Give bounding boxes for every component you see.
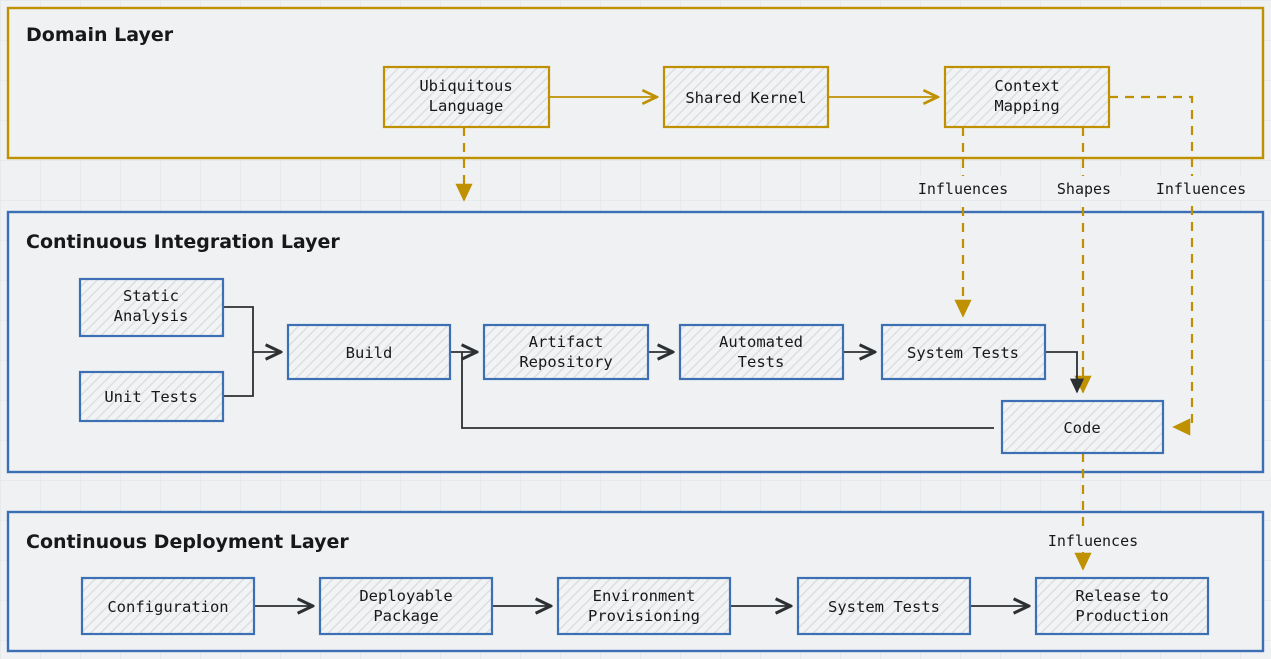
node-label-line2: Language bbox=[429, 97, 504, 115]
domain-layer-title: Domain Layer bbox=[26, 24, 174, 46]
edge-unit-tests-to-build bbox=[223, 352, 254, 397]
edge-context-mapping-to-code-influences bbox=[1109, 95, 1194, 436]
node-artifact-repository[interactable]: Artifact Repository bbox=[482, 323, 650, 381]
node-automated-tests[interactable]: Automated Tests bbox=[678, 323, 845, 381]
node-label-line1: System Tests bbox=[828, 598, 940, 616]
node-label-line2: Repository bbox=[519, 353, 612, 371]
node-deployable-package[interactable]: Deployable Package bbox=[318, 576, 494, 636]
node-label-line1: Ubiquitous bbox=[419, 77, 512, 95]
label-backdrop-4 bbox=[1029, 528, 1158, 552]
edge-label-influences-release: Influences bbox=[1048, 532, 1138, 550]
node-label-line2: Mapping bbox=[994, 97, 1059, 115]
node-static-analysis[interactable]: Static Analysis bbox=[78, 277, 225, 338]
node-ubiquitous-language[interactable]: Ubiquitous Language bbox=[382, 65, 551, 129]
node-shared-kernel[interactable]: Shared Kernel bbox=[662, 65, 830, 129]
edge-label-shapes-code: Shapes bbox=[1057, 180, 1111, 198]
node-build[interactable]: Build bbox=[286, 323, 452, 381]
node-label-line1: Build bbox=[346, 344, 393, 362]
node-label-line1: Static bbox=[123, 287, 179, 305]
node-label-line2: Production bbox=[1075, 607, 1168, 625]
node-label-line2: Package bbox=[373, 607, 438, 625]
edge-label-influences-system-tests: Influences bbox=[918, 180, 1008, 198]
node-label-line1: Context bbox=[994, 77, 1059, 95]
node-label-line2: Provisioning bbox=[588, 607, 700, 625]
node-label-line1: Shared Kernel bbox=[685, 89, 806, 107]
node-label-line2: Analysis bbox=[114, 307, 189, 325]
node-label-line1: Release to bbox=[1075, 587, 1168, 605]
node-context-mapping[interactable]: Context Mapping bbox=[943, 65, 1111, 129]
node-label-line1: System Tests bbox=[907, 344, 1019, 362]
label-backdrop-3 bbox=[1137, 176, 1266, 200]
cd-layer-title: Continuous Deployment Layer bbox=[26, 531, 349, 553]
node-system-tests-cd[interactable]: System Tests bbox=[796, 576, 972, 636]
node-label-line1: Artifact bbox=[529, 333, 604, 351]
node-label-line1: Deployable bbox=[359, 587, 452, 605]
edge-label-influences-code: Influences bbox=[1156, 180, 1246, 198]
node-configuration[interactable]: Configuration bbox=[80, 576, 256, 636]
node-label-line1: Unit Tests bbox=[104, 388, 197, 406]
node-label-line2: Tests bbox=[738, 353, 785, 371]
edge-static-analysis-to-build bbox=[223, 306, 280, 352]
node-unit-tests[interactable]: Unit Tests bbox=[78, 370, 225, 423]
edge-build-to-code bbox=[461, 352, 994, 429]
node-code[interactable]: Code bbox=[1000, 399, 1165, 455]
ci-layer-title: Continuous Integration Layer bbox=[26, 231, 340, 253]
label-backdrop-1 bbox=[899, 176, 1028, 200]
node-label-line1: Environment bbox=[593, 587, 696, 605]
label-backdrop-2 bbox=[1042, 176, 1126, 200]
node-label-line1: Automated bbox=[719, 333, 803, 351]
node-system-tests-ci[interactable]: System Tests bbox=[880, 323, 1047, 381]
node-release-to-production[interactable]: Release to Production bbox=[1034, 576, 1210, 636]
node-environment-provisioning[interactable]: Environment Provisioning bbox=[556, 576, 732, 636]
edge-label-group: Influences Shapes Influences Influences bbox=[899, 176, 1266, 552]
edge-system-tests-to-code bbox=[1045, 351, 1085, 394]
node-label-line1: Code bbox=[1063, 419, 1100, 437]
node-label-line1: Configuration bbox=[107, 598, 228, 616]
